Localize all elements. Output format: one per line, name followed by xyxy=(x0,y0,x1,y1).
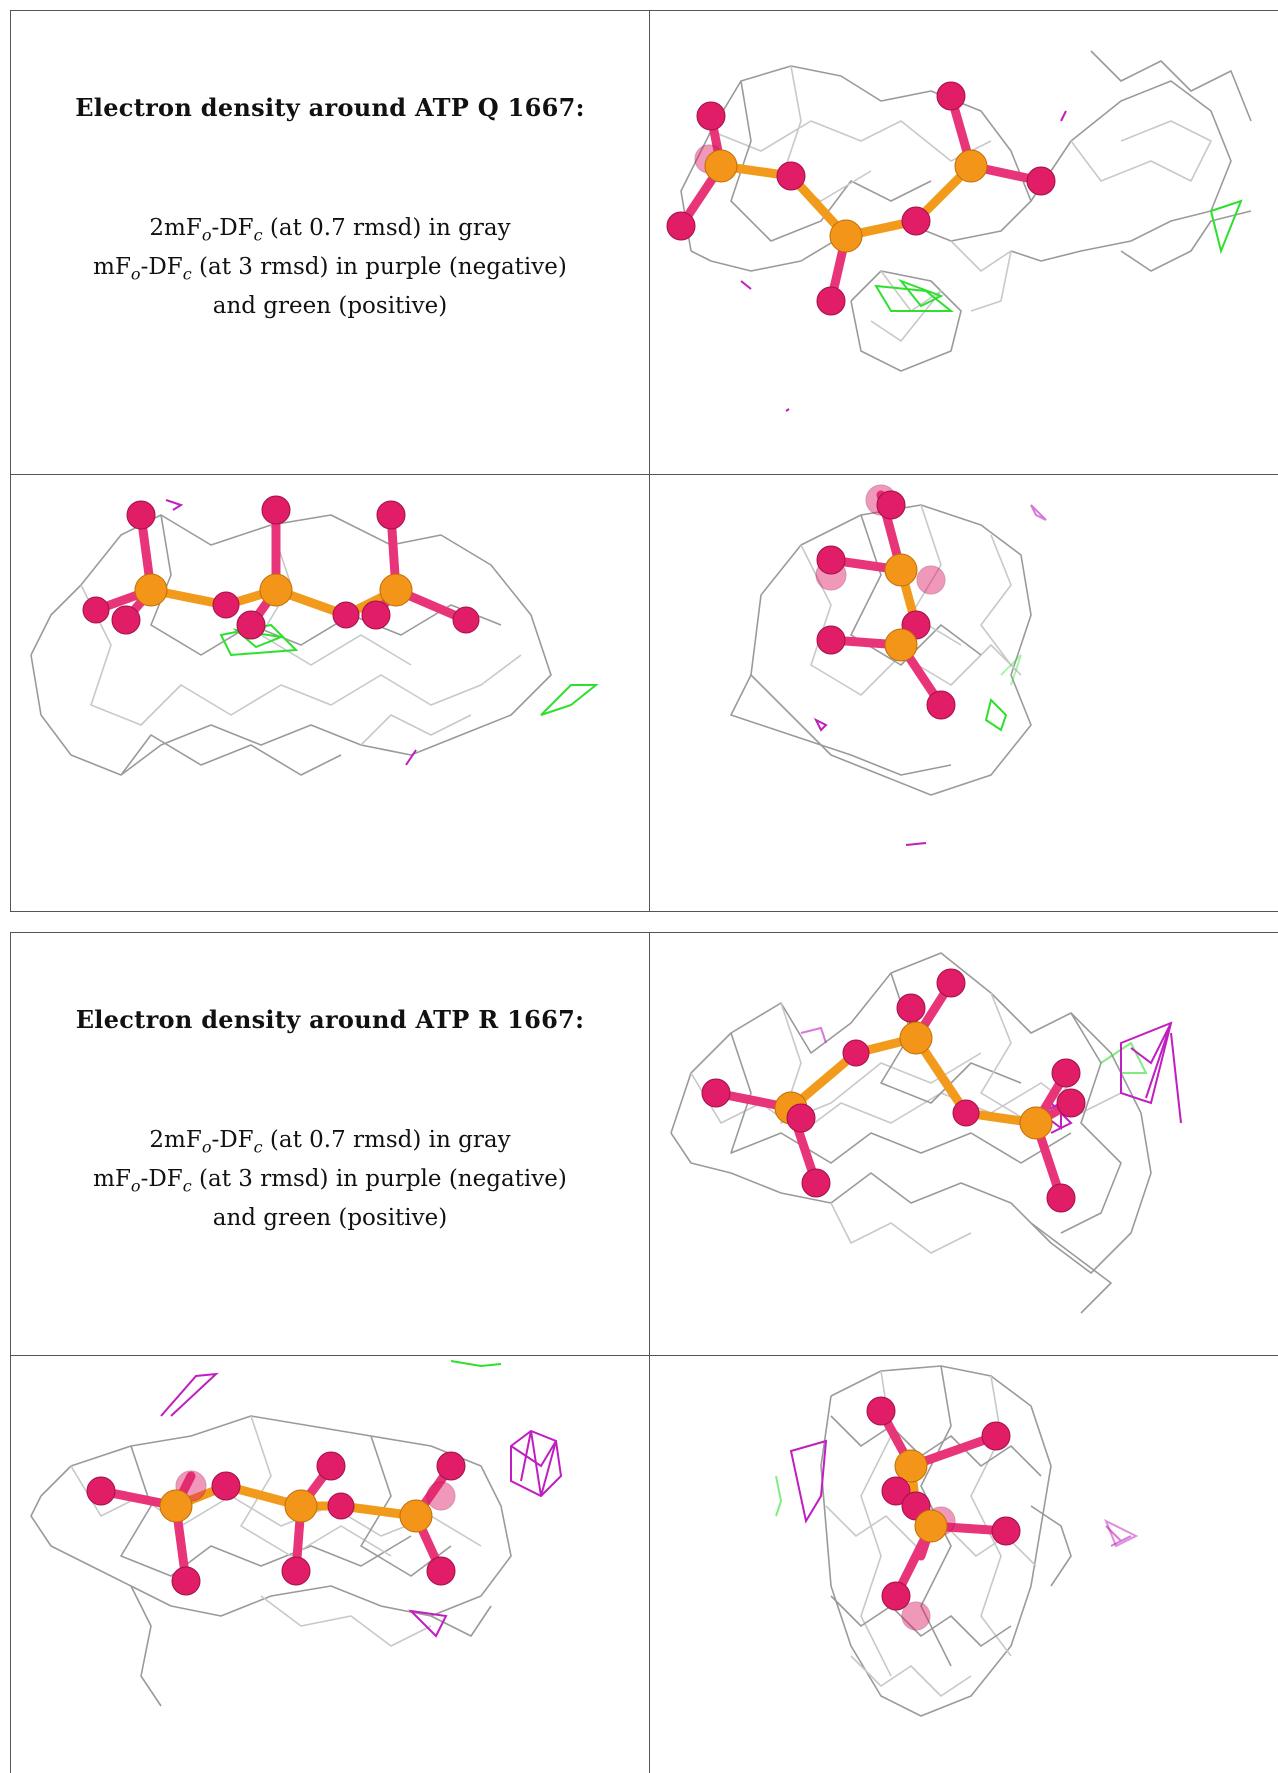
atp-phosphate-chain xyxy=(666,81,1056,316)
atp-q-legend: 2mFo-DFc (at 0.7 rmsd) in gray mFo-DFc (… xyxy=(11,209,649,326)
negative-difference-density xyxy=(800,1021,1182,1134)
atp-q-heading: Electron density around ATP Q 1667: xyxy=(75,93,585,122)
atp-q-caption-cell: Electron density around ATP Q 1667: 2mFo… xyxy=(11,11,649,474)
atp-phosphate-chain xyxy=(815,484,956,720)
positive-difference-density xyxy=(874,199,1243,312)
column-divider xyxy=(649,11,650,911)
negative-difference-density xyxy=(160,1372,563,1638)
positive-difference-density xyxy=(450,1360,502,1368)
negative-difference-density xyxy=(813,504,1047,846)
atp-r-density-view-2 xyxy=(11,1356,648,1773)
atp-phosphate-chain xyxy=(701,968,1086,1213)
atp-q-density-view-2 xyxy=(11,475,648,910)
row-divider xyxy=(11,474,1278,475)
legend-fofc-line: mFo-DFc (at 3 rmsd) in purple (negative) xyxy=(93,254,567,284)
atp-q-density-view-3 xyxy=(651,475,1278,910)
legend-colors-line: and green (positive) xyxy=(212,1205,448,1231)
positive-difference-density xyxy=(984,654,1022,732)
legend-fofc-line: mFo-DFc (at 3 rmsd) in purple (negative) xyxy=(93,1166,567,1196)
legend-colors-line: and green (positive) xyxy=(212,293,448,319)
positive-difference-density xyxy=(219,623,599,716)
negative-difference-density xyxy=(740,110,1067,412)
legend-2fofc-line: 2mFo-DFc (at 0.7 rmsd) in gray xyxy=(149,215,511,245)
atp-r-figure-block: Electron density around ATP R 1667: 2mFo… xyxy=(10,932,1278,1773)
negative-difference-density xyxy=(165,499,417,766)
row-divider xyxy=(11,1355,1278,1356)
atp-q-figure-block: Electron density around ATP Q 1667: 2mFo… xyxy=(10,10,1278,912)
atp-r-legend: 2mFo-DFc (at 0.7 rmsd) in gray mFo-DFc (… xyxy=(11,1121,649,1238)
column-divider xyxy=(649,933,650,1773)
legend-2fofc-line: 2mFo-DFc (at 0.7 rmsd) in gray xyxy=(149,1127,511,1157)
negative-difference-density xyxy=(789,1439,1139,1548)
atp-phosphate-chain xyxy=(866,1396,1021,1631)
atp-r-density-view-3 xyxy=(651,1356,1278,1773)
atp-phosphate-chain xyxy=(82,495,480,640)
atp-r-density-view-1 xyxy=(651,933,1278,1354)
atp-r-caption-cell: Electron density around ATP R 1667: 2mFo… xyxy=(11,933,649,1355)
atp-q-density-view-1 xyxy=(651,11,1278,473)
gray-density-mesh xyxy=(730,504,1032,796)
positive-difference-density xyxy=(775,1475,783,1517)
positive-difference-density xyxy=(1100,1041,1148,1074)
gray-density-mesh xyxy=(820,1365,1072,1717)
atp-r-heading: Electron density around ATP R 1667: xyxy=(75,1005,585,1034)
atp-phosphate-chain xyxy=(86,1451,466,1596)
gray-density-mesh xyxy=(680,50,1252,372)
